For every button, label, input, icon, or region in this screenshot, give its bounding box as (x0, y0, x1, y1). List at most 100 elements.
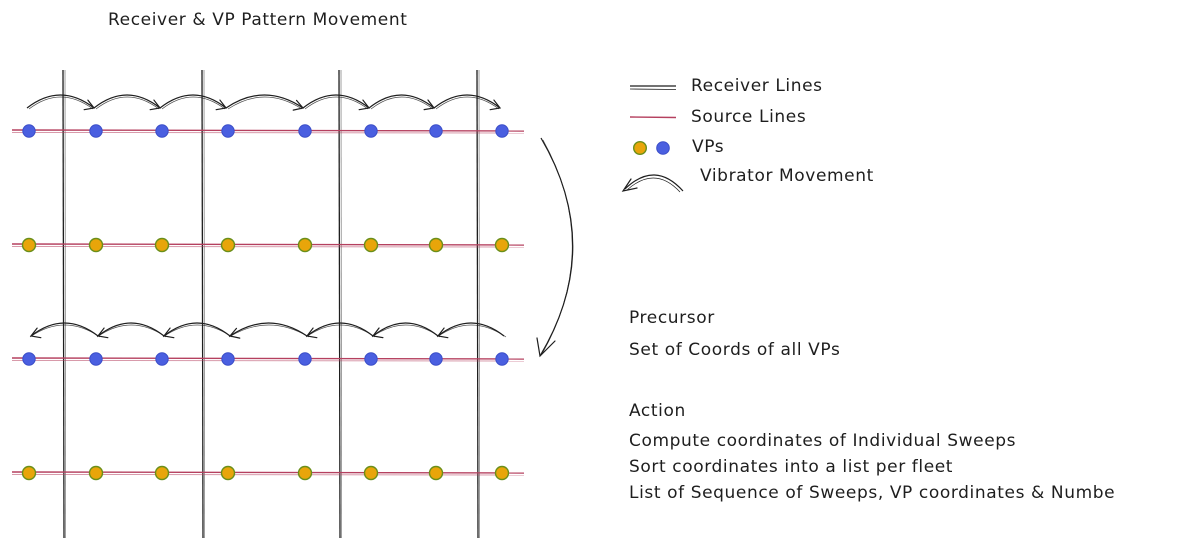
movement-arc-stroke (162, 324, 233, 338)
source-lines (11, 129, 525, 476)
movement-arc-stroke (96, 324, 167, 338)
movement-arc (93, 94, 161, 109)
legend-source-label: Source Lines (691, 107, 807, 127)
movement-arrowhead (371, 327, 384, 339)
vp-orange-marker (21, 237, 37, 253)
movement-arc-stroke (227, 96, 303, 110)
vp-orange-marker (428, 237, 444, 253)
vp-orange-marker (21, 465, 37, 481)
movement-arrowhead (489, 99, 502, 111)
vp-orange-marker (220, 465, 236, 481)
vp-blue-marker (155, 124, 169, 138)
legend-source-line (629, 116, 677, 119)
legend-receiver-line-stroke (629, 88, 677, 90)
movement-arrowhead (436, 327, 449, 339)
legend-vp-label: VPs (692, 137, 725, 157)
movement-arc-stroke (29, 324, 101, 338)
vp-orange-marker (88, 465, 104, 481)
vp-orange-marker (428, 465, 444, 481)
movement-arc-stroke (28, 96, 94, 110)
source-line-stroke (11, 246, 525, 248)
receiver-line (476, 69, 479, 539)
legend-vp-blue (656, 141, 670, 155)
precursor-heading: Precursor (629, 308, 715, 328)
legend-movement-arc (624, 174, 684, 192)
vp-orange-marker (88, 237, 104, 253)
vp-blue-marker (155, 352, 169, 366)
vp-blue-marker (495, 352, 509, 366)
receiver-line (338, 69, 341, 539)
action-item: Compute coordinates of Individual Sweeps (629, 431, 1017, 451)
vp-orange-marker (494, 237, 510, 253)
action-item: List of Sequence of Sweeps, VP coordinat… (629, 483, 1116, 503)
legend-movement-arc-stroke (626, 177, 681, 193)
movement-arc-stroke (435, 96, 500, 110)
movement-arc-stroke (436, 324, 507, 338)
vp-orange-marker (220, 237, 236, 253)
receiver-line (201, 69, 204, 539)
vp-blue-marker (298, 352, 312, 366)
movement-arc-stroke (370, 96, 434, 110)
precursor-item: Set of Coords of all VPs (629, 340, 841, 360)
legend-graphics (621, 85, 684, 193)
source-line (11, 243, 525, 246)
movement-arc (229, 322, 308, 337)
diagram-title: Receiver & VP Pattern Movement (108, 10, 408, 30)
source-line (11, 357, 525, 360)
receiver-line-stroke (203, 69, 205, 539)
vp-orange-marker (297, 237, 313, 253)
vp-orange-marker (154, 237, 170, 253)
vp-blue-marker (495, 124, 509, 138)
receiver-line (62, 69, 65, 539)
legend-movement-label: Vibrator Movement (700, 166, 874, 186)
action-heading: Action (629, 401, 686, 421)
movement-arrowhead (228, 327, 241, 339)
legend-vp-orange (633, 140, 648, 155)
vp-blue-marker (89, 352, 103, 366)
vp-blue-marker (89, 124, 103, 138)
vp-blue-marker (298, 124, 312, 138)
source-line (11, 471, 525, 474)
vp-orange-marker (363, 237, 379, 253)
movement-arrowhead (305, 327, 318, 339)
vp-blue-marker (364, 352, 378, 366)
vp-orange-marker (363, 465, 379, 481)
vp-orange-marker (297, 465, 313, 481)
action-item: Sort coordinates into a list per fleet (629, 457, 954, 477)
source-line-stroke (11, 474, 525, 476)
movement-arc (433, 94, 501, 109)
transition-arrow-stroke (541, 139, 573, 355)
movement-arc (302, 94, 370, 109)
vp-orange-marker (494, 465, 510, 481)
vp-blue-marker (221, 124, 235, 138)
transition-arrowhead (536, 337, 556, 358)
source-line-stroke (11, 132, 525, 134)
movement-arc-stroke (304, 96, 369, 110)
vp-blue-marker (22, 124, 36, 138)
movement-arc (225, 94, 304, 109)
receiver-line-stroke (340, 69, 342, 539)
vibrator-movement-arrows (26, 94, 574, 358)
vp-blue-marker (221, 352, 235, 366)
source-line (11, 129, 525, 132)
legend-movement-arrowhead (621, 178, 638, 192)
vp-blue-marker (429, 124, 443, 138)
vp-markers (21, 124, 510, 481)
movement-arc-stroke (161, 96, 226, 110)
vp-orange-marker (154, 465, 170, 481)
legend-receiver-label: Receiver Lines (691, 76, 823, 96)
movement-arc (26, 94, 95, 109)
movement-arc-stroke (305, 324, 376, 338)
movement-arc-stroke (371, 324, 441, 338)
movement-arc (159, 94, 227, 109)
vp-blue-marker (22, 352, 36, 366)
source-line-stroke (11, 360, 525, 362)
receiver-line-stroke (64, 69, 66, 539)
receiver-line-stroke (478, 69, 480, 539)
movement-arrowhead (29, 327, 42, 339)
vp-blue-marker (429, 352, 443, 366)
movement-arrowhead (162, 327, 175, 339)
vp-blue-marker (364, 124, 378, 138)
movement-arc (368, 94, 435, 109)
